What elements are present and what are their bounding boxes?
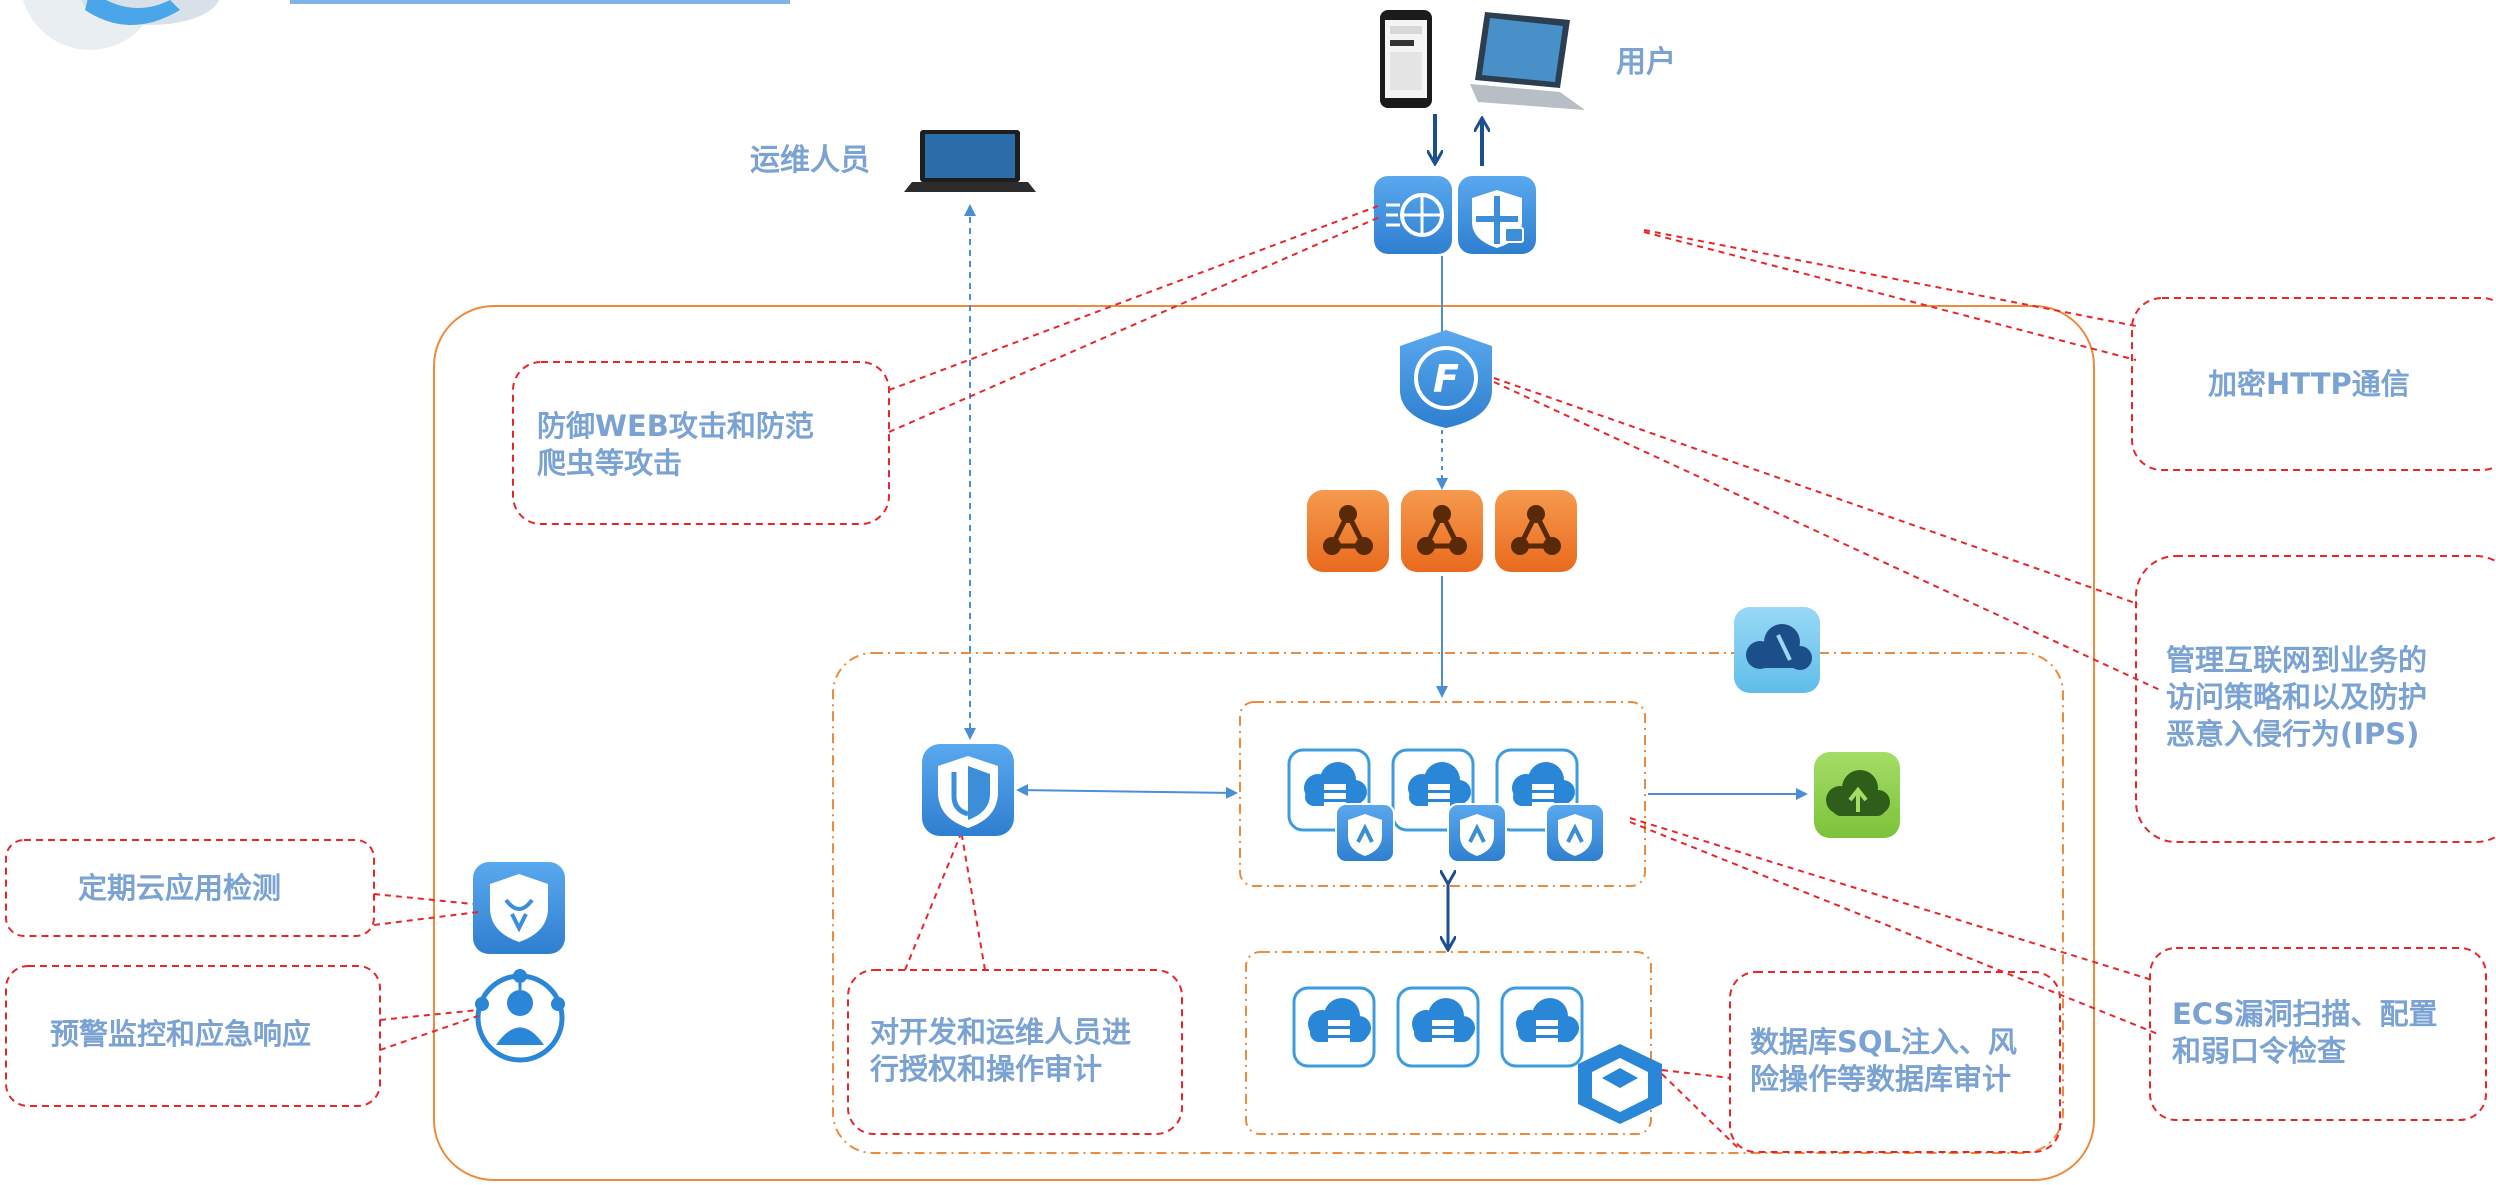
- user-label: 用户: [1616, 45, 1676, 80]
- callout-box-ecs: [2149, 947, 2487, 1121]
- security-shield-icon: [1447, 803, 1507, 863]
- logo-fragment: [22, 0, 790, 50]
- laptop-icon: [1470, 12, 1585, 110]
- cloud-vpc-boundary: [433, 305, 2095, 1181]
- callout-ecs-line-2: 和弱口令检查: [2172, 1034, 2347, 1068]
- callout-box-waf: [512, 361, 890, 525]
- callout-waf-line-1: 防御WEB攻击和防范: [537, 409, 814, 443]
- security-shield-icon: [1335, 803, 1395, 863]
- cloud-backup-icon: [1814, 752, 1900, 838]
- callout-box-monitor: [5, 965, 381, 1107]
- callout-box-firewall: [2135, 555, 2496, 843]
- security-shield-icon: [1545, 803, 1605, 863]
- callout-waf-line-2: 爬虫等攻击: [537, 446, 683, 480]
- slb-icon: [1401, 490, 1483, 572]
- callout-audit-line-1: 对开发和运维人员进: [870, 1015, 1132, 1049]
- callout-db-line-1: 数据库SQL注入、风: [1750, 1025, 2018, 1059]
- laptop-icon: [904, 130, 1036, 192]
- callout-firewall-line-3: 恶意入侵行为(IPS): [2166, 717, 2420, 751]
- cloud-sync-icon: [1500, 986, 1584, 1068]
- cloud-monitor-icon: [1734, 607, 1820, 693]
- emergency-response-icon: [475, 969, 565, 1063]
- flow-line-bastion-app: [1016, 784, 1238, 799]
- phone-icon: [1380, 10, 1432, 108]
- callout-audit-line-2: 行授权和操作审计: [870, 1052, 1103, 1086]
- cloud-server-icon: [1495, 748, 1579, 832]
- callout-box-cloud-check: [5, 839, 375, 937]
- callout-firewall-line-2: 访问策略和以及防护: [2166, 680, 2428, 714]
- internal-zone: [832, 652, 2064, 1154]
- ssl-shield-icon: [1458, 176, 1536, 254]
- cloud-sync-icon: [1292, 986, 1376, 1068]
- callout-ecs-line-1: ECS漏洞扫描、配置: [2172, 997, 2438, 1031]
- slb-icon: [1495, 490, 1577, 572]
- callout-db-text: 数据库SQL注入、风 险操作等数据库审计: [1750, 1024, 2017, 1098]
- cloud-sync-icon: [1396, 986, 1480, 1068]
- callout-https-text: 加密HTTP通信: [2208, 367, 2410, 401]
- callout-cloud-check-text: 定期云应用检测: [78, 871, 282, 905]
- callout-leaders: [373, 205, 2161, 1149]
- callout-waf-text: 防御WEB攻击和防范 爬虫等攻击: [537, 408, 814, 482]
- waf-icon: [1374, 176, 1452, 254]
- slb-icon: [1307, 490, 1389, 572]
- firewall-f-icon: F: [1400, 330, 1492, 428]
- callout-monitor-text: 预警监控和应急响应: [50, 1017, 312, 1051]
- db-audit-icon: [1578, 1044, 1662, 1124]
- callout-firewall-text: 管理互联网到业务的 访问策略和以及防护 恶意入侵行为(IPS): [2166, 642, 2427, 753]
- callout-firewall-line-1: 管理互联网到业务的: [2166, 643, 2428, 677]
- callout-box-https: [2131, 297, 2496, 471]
- callout-box-audit: [847, 969, 1183, 1135]
- callout-ecs-text: ECS漏洞扫描、配置 和弱口令检查: [2172, 996, 2438, 1070]
- bastion-icon: [922, 744, 1014, 836]
- security-shield-icon: [473, 862, 565, 954]
- db-server-group: [1245, 951, 1652, 1135]
- callout-box-db: [1729, 971, 2061, 1153]
- ops-label: 运维人员: [750, 143, 870, 178]
- svg-text:F: F: [1433, 357, 1459, 401]
- callout-audit-text: 对开发和运维人员进 行授权和操作审计: [870, 1014, 1131, 1088]
- callout-db-line-2: 险操作等数据库审计: [1750, 1062, 2012, 1096]
